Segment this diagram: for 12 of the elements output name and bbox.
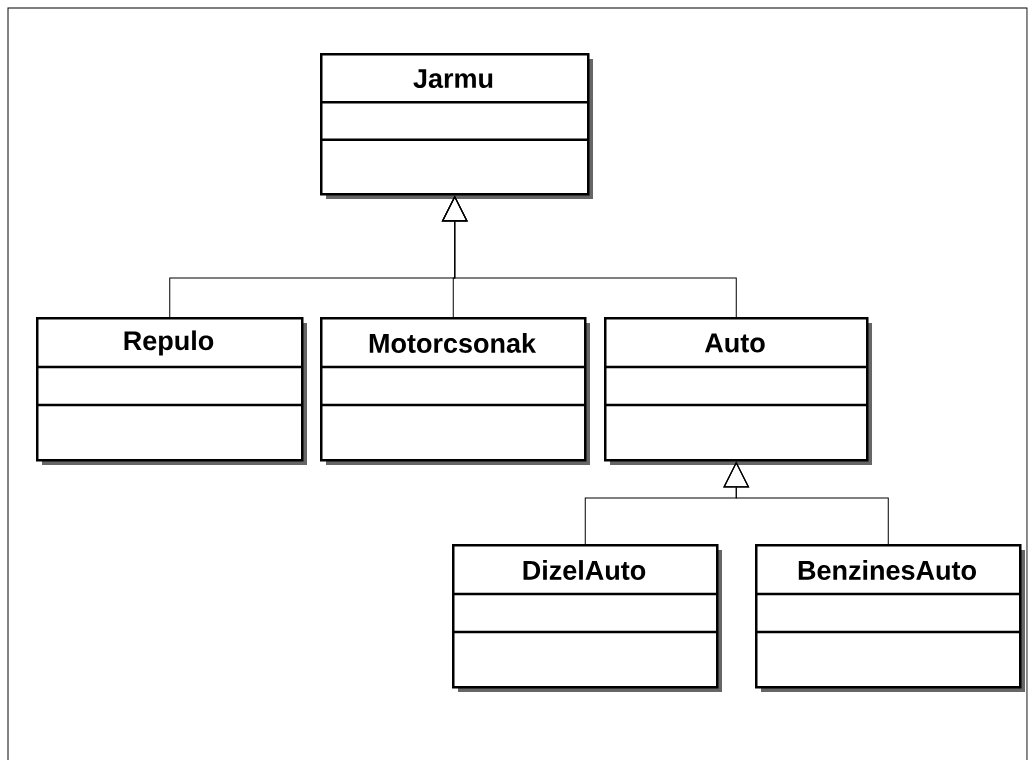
class-box bbox=[452, 544, 722, 692]
class-name: BenzinesAuto bbox=[798, 560, 976, 580]
class-box bbox=[320, 317, 590, 465]
class-name: Auto bbox=[704, 333, 765, 353]
class-box bbox=[604, 317, 872, 465]
class-box bbox=[320, 53, 593, 199]
class-box bbox=[755, 544, 1025, 692]
class-box bbox=[36, 317, 307, 465]
class-name: Repulo bbox=[124, 330, 214, 356]
class-name: Jarmu bbox=[413, 69, 493, 89]
class-name: DizelAuto bbox=[523, 560, 646, 580]
class-name: Motorcsonak bbox=[369, 333, 537, 353]
